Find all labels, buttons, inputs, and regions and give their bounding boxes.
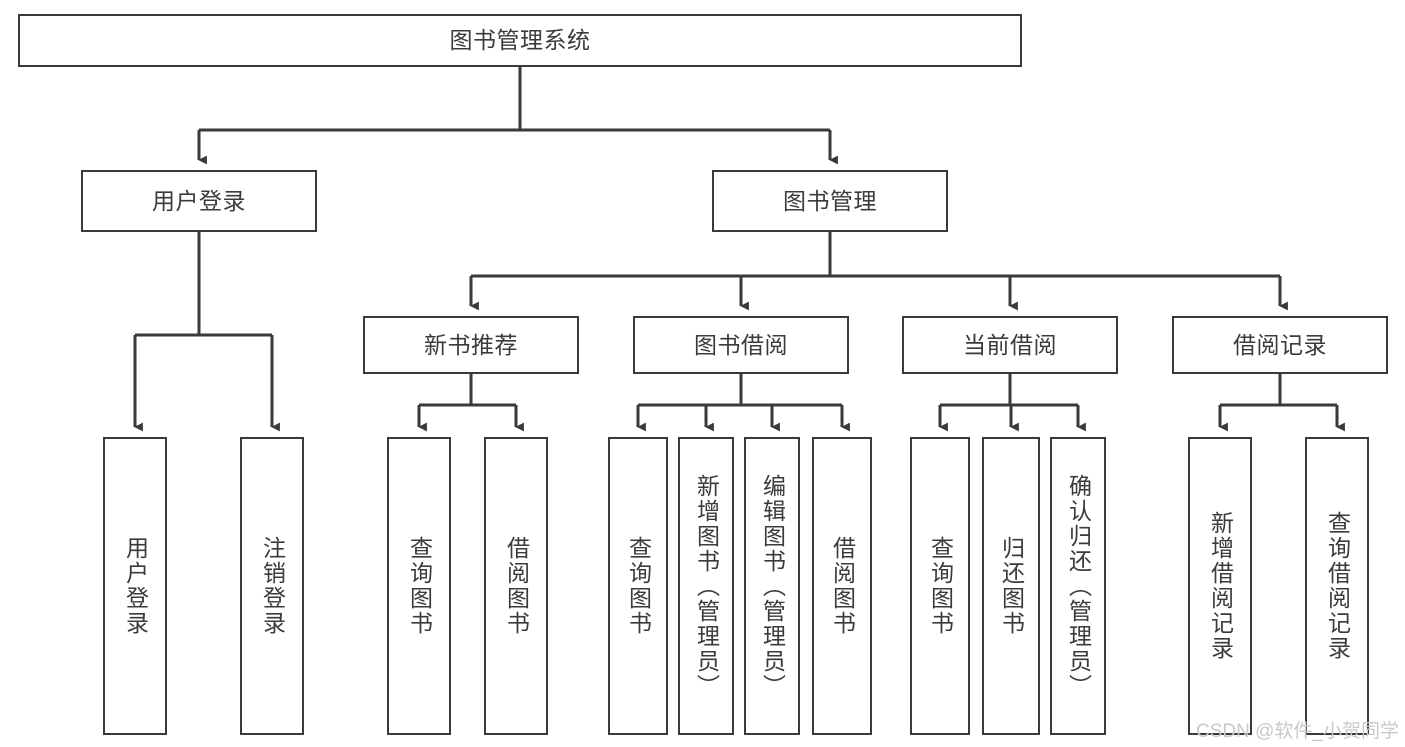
node-leaf-return-book[interactable]: 归还图书 [982, 437, 1040, 735]
node-label: 查询图书 [625, 536, 652, 636]
node-user-login[interactable]: 用户登录 [81, 170, 317, 232]
node-label: 归还图书 [998, 536, 1025, 636]
node-label: 图书借阅 [694, 331, 788, 358]
node-leaf-user-login[interactable]: 用户登录 [103, 437, 167, 735]
node-current-borrow[interactable]: 当前借阅 [902, 316, 1118, 374]
node-book-manage[interactable]: 图书管理 [712, 170, 948, 232]
node-new-book-recommend[interactable]: 新书推荐 [363, 316, 579, 374]
node-leaf-logout[interactable]: 注销登录 [240, 437, 304, 735]
node-leaf-query-book-recommend[interactable]: 查询图书 [387, 437, 451, 735]
node-leaf-query-book-current[interactable]: 查询图书 [910, 437, 970, 735]
csdn-watermark: CSDN @软件_小贺同学 [1196, 721, 1399, 742]
node-leaf-borrow-book[interactable]: 借阅图书 [812, 437, 872, 735]
node-leaf-query-borrow-record[interactable]: 查询借阅记录 [1305, 437, 1369, 735]
node-label: 编辑图书（管理员） [759, 473, 786, 699]
node-label: 新书推荐 [424, 331, 518, 358]
node-label: 查询图书 [406, 536, 433, 636]
node-label: 借阅图书 [829, 536, 856, 636]
node-leaf-borrow-book-recommend[interactable]: 借阅图书 [484, 437, 548, 735]
node-leaf-confirm-return-admin[interactable]: 确认归还（管理员） [1050, 437, 1106, 735]
node-label: 注销登录 [259, 536, 286, 636]
node-leaf-edit-book-admin[interactable]: 编辑图书（管理员） [744, 437, 800, 735]
node-label: 查询借阅记录 [1324, 511, 1351, 661]
node-label: 新增借阅记录 [1207, 511, 1234, 661]
node-label: 图书管理 [783, 187, 877, 214]
node-label: 新增图书（管理员） [693, 473, 720, 699]
node-label: 借阅记录 [1233, 331, 1327, 358]
node-borrow-record[interactable]: 借阅记录 [1172, 316, 1388, 374]
node-label: 用户登录 [122, 536, 149, 636]
node-book-borrow[interactable]: 图书借阅 [633, 316, 849, 374]
node-leaf-add-book-admin[interactable]: 新增图书（管理员） [678, 437, 734, 735]
node-label: 查询图书 [927, 536, 954, 636]
node-label: 确认归还（管理员） [1065, 473, 1092, 699]
node-leaf-query-book-borrow[interactable]: 查询图书 [608, 437, 668, 735]
node-label: 用户登录 [152, 187, 246, 214]
node-label: 借阅图书 [503, 536, 530, 636]
node-label: 当前借阅 [963, 331, 1057, 358]
node-label: 图书管理系统 [449, 27, 591, 54]
node-leaf-add-borrow-record[interactable]: 新增借阅记录 [1188, 437, 1252, 735]
node-root-system[interactable]: 图书管理系统 [18, 14, 1022, 67]
